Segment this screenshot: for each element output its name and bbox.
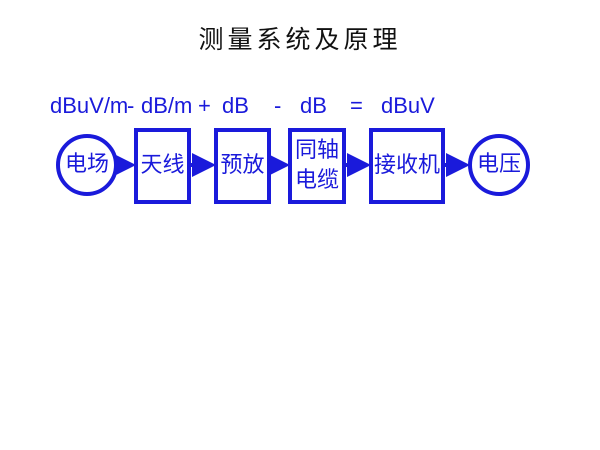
preamp-label: 预放 [220,153,265,178]
receiver-label: 接收机 [373,153,440,178]
preamp-block: 预放 [214,128,271,204]
coax-cable-label-line2: 电缆 [294,168,339,193]
operator-minus-1: - [127,93,135,118]
term-field-strength-unit: dBuV/m [50,93,129,118]
receiver-block: 接收机 [369,128,445,204]
coax-cable-block: 同轴 电缆 [288,128,346,204]
operator-plus: + [198,93,211,118]
voltage-label: 电压 [476,152,521,177]
operator-equals: = [350,93,363,118]
electric-field-label: 电场 [64,152,109,177]
term-cable-loss-unit: dB [300,93,327,118]
voltage-node: 电压 [468,134,530,196]
term-voltage-unit: dBuV [381,93,435,118]
term-antenna-factor-unit: dB/m [141,93,193,118]
page-title: 测量系统及原理 [198,25,402,54]
antenna-block: 天线 [134,128,191,204]
term-preamp-gain-unit: dB [222,93,249,118]
electric-field-node: 电场 [56,134,118,196]
antenna-label: 天线 [140,153,185,178]
coax-cable-label-line1: 同轴 [294,138,339,163]
operator-minus-2: - [274,93,282,118]
